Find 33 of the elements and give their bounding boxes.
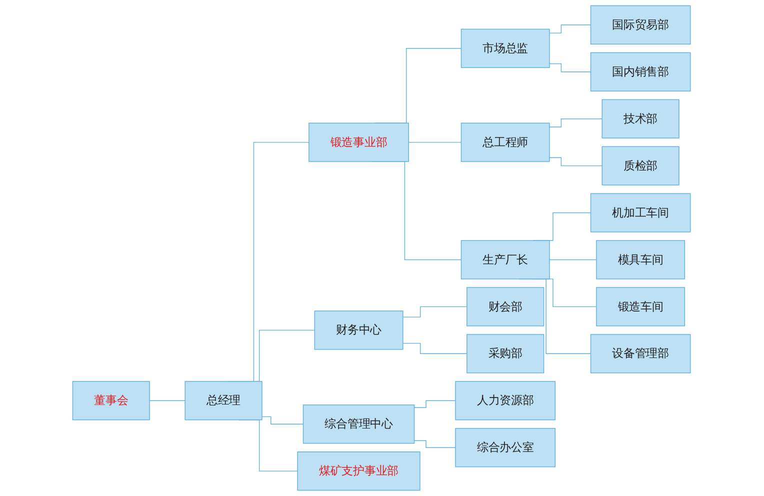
node-box: 综合管理中心 <box>303 404 416 444</box>
node-box: 机加工车间 <box>590 193 692 232</box>
node-box: 财务中心 <box>314 310 404 350</box>
connector <box>408 142 462 143</box>
connector <box>550 118 603 128</box>
node-box: 市场总监 <box>461 28 550 68</box>
connector <box>414 440 456 448</box>
connector <box>550 63 592 72</box>
connector <box>150 400 186 401</box>
connector <box>550 157 603 166</box>
node-box: 模具车间 <box>596 240 686 280</box>
node-box: 煤矿支护事业部 <box>298 452 421 491</box>
node-box: 总经理 <box>185 381 263 420</box>
node-box: 人力资源部 <box>456 381 556 420</box>
node-box: 锻造事业部 <box>309 122 410 162</box>
node-box: 国际贸易部 <box>590 5 692 44</box>
node-box: 总工程师 <box>461 122 550 162</box>
node-box: 采购部 <box>467 334 545 374</box>
node-box: 设备管理部 <box>590 334 692 374</box>
node-box: 董事会 <box>72 381 150 420</box>
node-box: 财会部 <box>467 287 545 326</box>
node-box: 国内销售部 <box>590 52 692 92</box>
node-box: 综合办公室 <box>456 428 556 468</box>
connector <box>414 400 456 408</box>
connector <box>550 24 592 34</box>
node-box: 生产厂长 <box>461 240 550 280</box>
connector <box>403 342 468 354</box>
node-box: 锻造车间 <box>596 287 686 326</box>
connector <box>403 306 468 318</box>
node-box: 技术部 <box>602 99 680 138</box>
connector <box>262 416 304 424</box>
node-box: 质检部 <box>602 146 680 186</box>
connector <box>550 259 598 260</box>
